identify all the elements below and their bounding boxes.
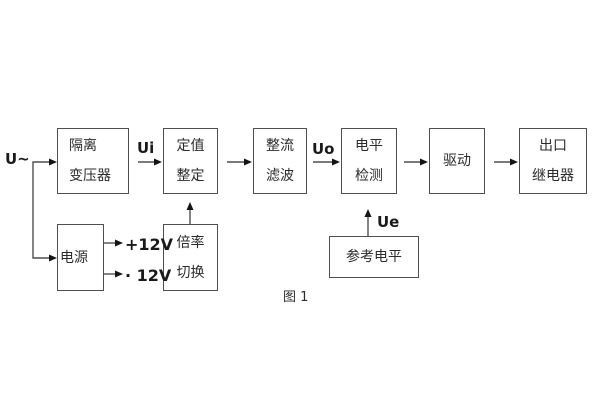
block-reference-level: 参考电平 <box>329 236 419 278</box>
block-label-line: 继电器 <box>532 168 574 184</box>
input-branch-line <box>32 161 49 259</box>
block-label-line: 整定 <box>176 168 205 184</box>
uo-signal-label: Uo <box>312 140 335 158</box>
arrowhead-ue-up <box>364 209 372 217</box>
block-label-line: 参考电平 <box>346 249 402 265</box>
block-label-line: 驱动 <box>443 153 471 169</box>
arrowhead-setting-rectifier <box>244 158 252 166</box>
block-setting: 定值 整定 <box>163 128 218 194</box>
block-drive: 驱动 <box>429 128 485 194</box>
figure-caption: 图 1 <box>283 290 309 305</box>
block-label-line: 隔离 <box>69 138 97 154</box>
input-signal-label: U~ <box>5 150 30 168</box>
block-label-line: 出口 <box>539 138 567 154</box>
block-rectifier-filter: 整流 滤波 <box>253 128 307 194</box>
block-level-detection: 电平 检测 <box>341 128 397 194</box>
arrowhead-detect-drive <box>420 158 428 166</box>
arrowhead-ratio-up <box>186 202 194 210</box>
block-isolation-transformer: 隔离 变压器 <box>57 128 129 194</box>
block-label-line: 倍率 <box>176 234 205 251</box>
plus-12v-label: +12V <box>125 235 174 254</box>
ui-signal-label: Ui <box>137 139 155 157</box>
block-ratio-switch: 倍率 切换 <box>163 224 218 291</box>
block-label-line: 检测 <box>355 168 383 184</box>
arrowhead-drive-relay <box>510 158 518 166</box>
arrowhead-to-transformer <box>49 158 57 166</box>
block-output-relay: 出口 继电器 <box>519 128 587 194</box>
arrowhead-minus12v <box>115 270 123 278</box>
arrowhead-to-power <box>49 254 57 262</box>
block-label-line: 定值 <box>176 138 205 154</box>
block-power-supply: 电源 <box>57 224 104 291</box>
minus-12v-label: · 12V <box>125 266 172 285</box>
block-label-line: 电平 <box>355 138 383 154</box>
ue-signal-label: Ue <box>377 213 400 231</box>
arrowhead-uo <box>332 158 340 166</box>
block-label-line: 切换 <box>176 264 205 281</box>
arrowhead-plus12v <box>115 239 123 247</box>
arrowhead-ui <box>154 158 162 166</box>
block-label-line: 变压器 <box>69 168 111 184</box>
block-label-line: 电源 <box>60 249 88 266</box>
block-label-line: 滤波 <box>266 168 294 184</box>
block-label-line: 整流 <box>266 138 294 154</box>
